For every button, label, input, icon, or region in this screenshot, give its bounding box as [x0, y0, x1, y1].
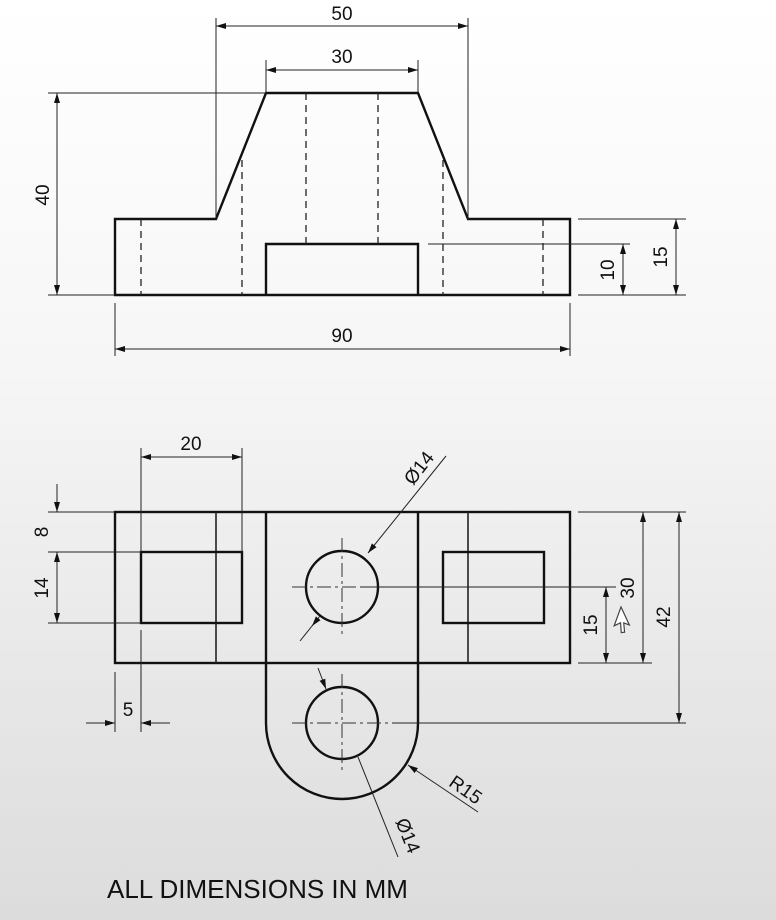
- dim-text-15-top: 15: [581, 614, 602, 635]
- dim-right-stack: 15 30 42: [360, 511, 686, 724]
- dim-text-10: 10: [598, 259, 619, 280]
- dim-top-width: 30: [265, 47, 419, 93]
- dim-text-8: 8: [32, 527, 53, 538]
- dim-radius: R15: [407, 764, 485, 813]
- dim-slot-height: 10: [428, 243, 686, 296]
- front-slot-outline: [264, 242, 420, 295]
- hidden-lines-front: [140, 93, 544, 295]
- dim-text-14: 14: [32, 577, 53, 599]
- dim-text-50: 50: [331, 4, 352, 25]
- dim-text-15-front: 15: [651, 246, 672, 267]
- dim-text-dia-upper: Ø14: [400, 448, 439, 490]
- dim-hole-dia-upper: Ø14: [299, 448, 447, 642]
- dim-side-offset: 5: [86, 630, 170, 732]
- lug-outline: [264, 663, 420, 801]
- dim-height: 40: [33, 92, 266, 296]
- dim-top-offset: 8 14: [32, 484, 141, 624]
- dim-text-top-30: 30: [331, 47, 352, 68]
- top-view: 20 8 14 5 Ø14: [32, 434, 686, 858]
- dim-overall-width: 90: [114, 303, 571, 356]
- mouse-pointer-icon: [613, 605, 631, 634]
- dim-text-30-top: 30: [618, 577, 639, 598]
- left-pocket: [139, 550, 244, 625]
- dim-pocket-width: 20: [140, 434, 243, 552]
- front-view: 50 30 40 90 10: [33, 4, 686, 356]
- dim-base-height: 15: [578, 218, 686, 295]
- dimensions-note: ALL DIMENSIONS IN MM: [107, 874, 408, 904]
- dim-text-20: 20: [180, 434, 201, 455]
- center-lines: [292, 538, 392, 772]
- dim-text-42: 42: [654, 606, 675, 627]
- dim-text-40: 40: [33, 184, 54, 205]
- dim-text-90: 90: [331, 326, 352, 347]
- dim-text-5: 5: [123, 700, 134, 721]
- dim-slope-span: 50: [215, 4, 469, 219]
- front-view-outline: [113, 91, 572, 297]
